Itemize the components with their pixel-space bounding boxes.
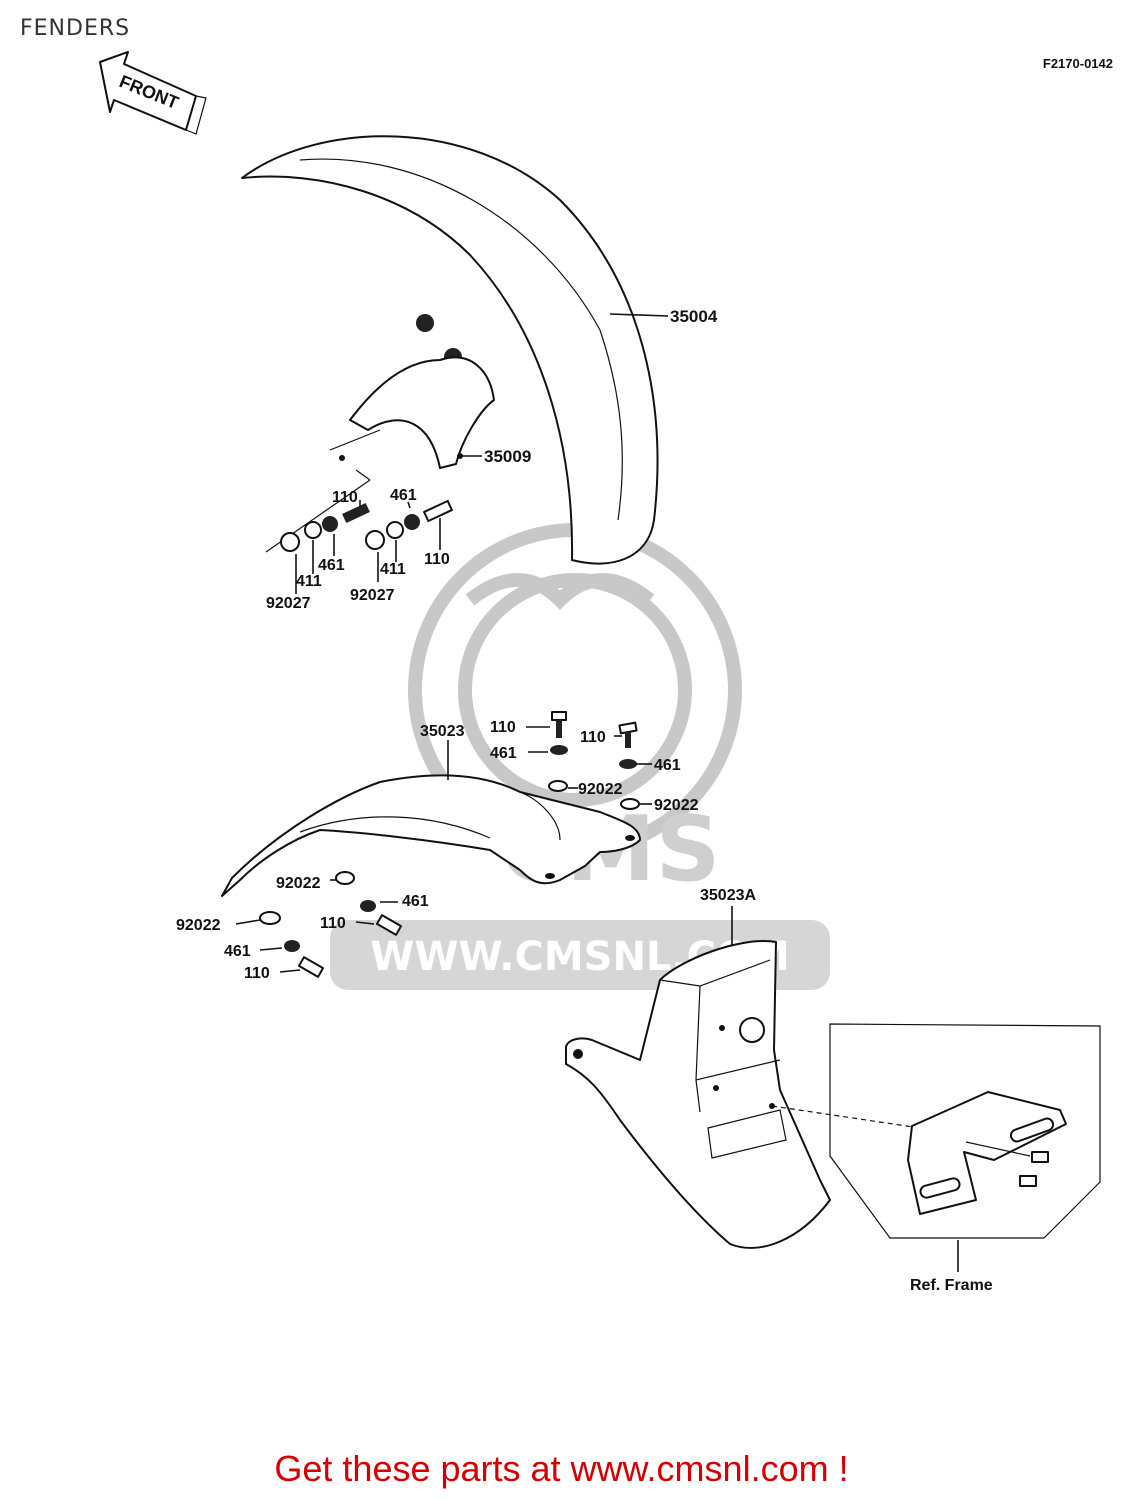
callout-labels: 35004 35009 110 461 461 411 411 110 9202… <box>176 307 993 1294</box>
brace-body <box>349 356 495 469</box>
leader-461-d <box>259 947 283 951</box>
rear-fender-body <box>221 774 641 897</box>
front-fender-brace-35009 <box>329 356 495 481</box>
washer-461-right <box>404 514 420 530</box>
ref-bolt-1 <box>1031 1151 1049 1163</box>
callout-92022-lower-left: 92022 <box>176 917 221 934</box>
collar-92022-upper-right <box>620 798 640 810</box>
callout-461-lower-mid: 461 <box>402 893 429 910</box>
front-fender-hardware <box>265 479 453 594</box>
callout-92027-right: 92027 <box>350 587 395 604</box>
front-arrow-depth <box>185 95 207 135</box>
bolt-110-upper-right-shank <box>625 732 631 748</box>
leader-92022-d <box>235 919 261 925</box>
callout-ref-frame: Ref. Frame <box>910 1277 993 1294</box>
washer-461-left <box>322 516 338 532</box>
bolt-110-upper-left-head <box>551 711 567 721</box>
bolt-110-lower-left <box>297 956 325 978</box>
ref-bolt-2 <box>1019 1175 1037 1187</box>
collar-92022-upper-left <box>548 780 568 792</box>
rear-fender-lower-hardware <box>235 871 403 978</box>
leader-35004 <box>609 313 669 317</box>
watermark-inner-circle <box>458 573 692 807</box>
rear-fender-contours <box>299 791 561 841</box>
leader-110-c <box>355 921 375 925</box>
rear-fender-hole-2 <box>545 873 555 879</box>
brace-hole-2 <box>457 453 463 459</box>
callout-411-front-left: 411 <box>296 573 322 590</box>
mount-hole-a <box>719 1025 725 1031</box>
cms-watermark: CMS WWW.CMSNL.COM <box>330 523 830 990</box>
callout-92022-upper-b: 92022 <box>654 797 699 814</box>
callout-35023: 35023 <box>420 723 465 740</box>
page-title: FENDERS <box>20 16 131 41</box>
license-light-hole <box>739 1017 765 1043</box>
bolt-110-right <box>423 499 453 523</box>
leader-110-d <box>279 969 301 973</box>
callout-92022-lower-mid: 92022 <box>276 875 321 892</box>
brace-hole <box>339 455 345 461</box>
mount-hole-left <box>573 1049 583 1059</box>
bolt-110-upper-right-head <box>618 721 638 735</box>
rear-fender-rear-35023A <box>565 906 921 1249</box>
washer-411-left <box>304 521 322 539</box>
bolt-110-lower-mid <box>375 914 403 936</box>
washer-411-right <box>386 521 404 539</box>
callout-35004: 35004 <box>670 307 718 326</box>
bracket-slot-right <box>1009 1117 1055 1143</box>
nut-92027-right <box>365 530 385 550</box>
callout-92022-upper-a: 92022 <box>578 781 623 798</box>
rear-fender-hole <box>625 835 635 841</box>
collar-92022-lower-mid <box>335 871 355 885</box>
front-direction-arrow: FRONT <box>99 51 207 135</box>
bolt-110-upper-left-shank <box>556 720 562 738</box>
callout-92027-left: 92027 <box>266 595 311 612</box>
leader-461-right <box>407 501 411 509</box>
brace-bracket <box>329 429 381 481</box>
callout-110-front-right: 110 <box>424 551 450 568</box>
callout-461-front-left: 461 <box>318 557 345 574</box>
bolt-110-left <box>342 502 370 524</box>
callout-110-lower-left: 110 <box>244 965 270 982</box>
washer-461-upper-right <box>619 759 637 769</box>
washer-461-upper-left <box>550 745 568 755</box>
callout-461-upper-b: 461 <box>654 757 681 774</box>
callout-461-lower-left: 461 <box>224 943 251 960</box>
callout-461-upper-a: 461 <box>490 745 517 762</box>
ref-frame-outline <box>829 1023 1101 1239</box>
rear-fender-upper-hardware <box>526 711 652 810</box>
callout-110-upper-b: 110 <box>580 729 606 746</box>
footer-promo-link[interactable]: Get these parts at www.cmsnl.com ! <box>274 1448 849 1489</box>
rear-fender-35023 <box>221 740 641 897</box>
bracket-alignment-line <box>771 1105 921 1129</box>
nut-92027-left <box>280 532 300 552</box>
callout-35023A: 35023A <box>700 887 756 904</box>
callout-110-front-left: 110 <box>332 489 358 506</box>
washer-461-lower-mid <box>360 900 376 912</box>
fender-mount-nut-1 <box>416 314 434 332</box>
front-arrow-shape <box>99 51 197 131</box>
ref-frame-box <box>829 1023 1101 1272</box>
front-fender-body <box>241 135 659 565</box>
bracket-slot-left <box>919 1177 961 1199</box>
callout-35009: 35009 <box>484 447 531 466</box>
callout-110-upper-a: 110 <box>490 719 516 736</box>
ref-bolt-axis <box>965 1141 1031 1157</box>
watermark-face <box>465 573 655 610</box>
front-fender-ridge <box>299 158 623 521</box>
rear-fender-rear-contours <box>659 959 787 1159</box>
front-fender-35004 <box>241 135 669 565</box>
diagram-reference-code: F2170-0142 <box>1042 56 1113 71</box>
collar-92022-lower-left <box>259 911 281 925</box>
callout-411-front-right: 411 <box>380 561 406 578</box>
mount-hole-b <box>713 1085 719 1091</box>
callout-461-front-right: 461 <box>390 487 417 504</box>
washer-461-lower-left <box>284 940 300 952</box>
callout-110-lower-mid: 110 <box>320 915 346 932</box>
